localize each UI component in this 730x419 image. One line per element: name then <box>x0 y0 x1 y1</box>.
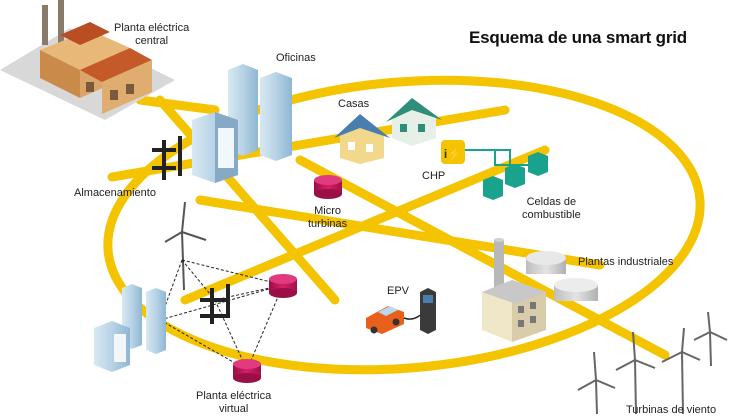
label-micro-turbines-line-1: Micro <box>314 205 342 217</box>
virtual-buildings <box>94 284 166 372</box>
label-virtual-plant-line-1: Planta eléctrica <box>196 390 272 402</box>
central-power-plant <box>0 0 175 120</box>
label-fuel-cells: Celdas de combustible <box>522 196 581 222</box>
label-industrial: Plantas industriales <box>578 256 674 268</box>
chp-unit: i⚡ <box>441 140 465 164</box>
micro-turbine-virtual-1 <box>269 274 297 298</box>
grid-line-f <box>135 95 220 115</box>
diagram-title: Esquema de una smart grid <box>469 28 687 47</box>
label-power-plant-line-2: central <box>135 35 169 47</box>
label-power-plant-line-1: Planta eléctrica <box>114 22 190 34</box>
label-power-plant: Planta eléctrica central <box>114 22 189 48</box>
label-epv: EPV <box>387 285 410 297</box>
label-virtual-plant: Planta eléctrica virtual <box>196 390 271 416</box>
fuel-cells <box>465 149 548 200</box>
grid-line-e <box>295 155 670 360</box>
virtual-storage-unit <box>200 284 230 324</box>
office-buildings <box>192 64 292 183</box>
label-micro-turbines-line-2: turbinas <box>308 218 348 230</box>
label-fuel-cells-line-2: combustible <box>522 209 581 221</box>
svg-text:i⚡: i⚡ <box>444 147 462 161</box>
storage-unit <box>152 136 182 180</box>
label-storage: Almacenamiento <box>74 187 156 199</box>
ev-charging <box>366 288 436 334</box>
industrial-plant <box>482 238 598 342</box>
houses <box>334 98 442 164</box>
grid-ring <box>103 75 705 375</box>
micro-turbine-virtual-2 <box>233 359 261 383</box>
label-offices: Oficinas <box>276 52 316 64</box>
grid-line-a <box>107 105 510 182</box>
label-wind-turbines: Turbinas de viento <box>626 404 717 416</box>
label-virtual-plant-line-2: virtual <box>218 403 249 415</box>
grid-line-d <box>155 95 340 305</box>
micro-turbine-center <box>314 175 342 199</box>
grid-line-c <box>180 145 550 305</box>
label-houses: Casas <box>338 98 370 110</box>
label-fuel-cells-line-1: Celdas de <box>526 196 577 208</box>
label-chp: CHP <box>422 170 446 182</box>
label-micro-turbines: Micro turbinas <box>308 205 347 231</box>
wind-farm <box>577 311 728 415</box>
wind-turbine-left <box>164 201 207 291</box>
